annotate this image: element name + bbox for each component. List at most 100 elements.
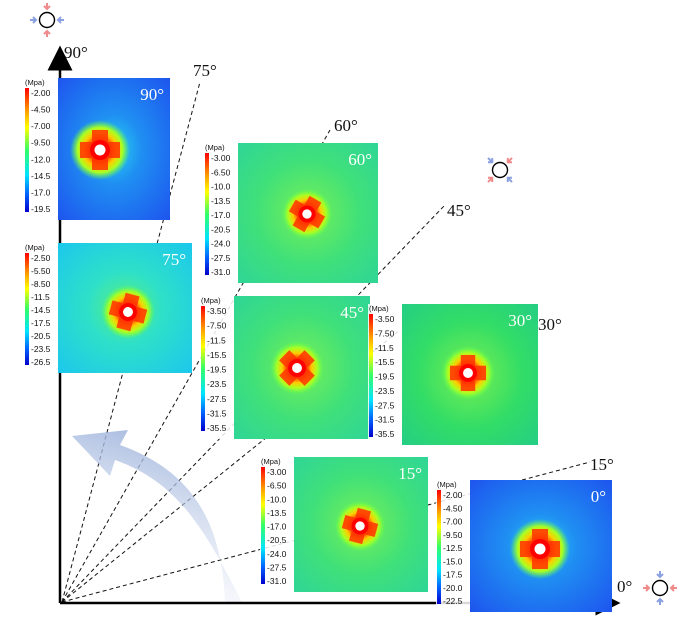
colorbar-tick: -13.5 bbox=[211, 196, 231, 206]
colorbar-unit: (Mpa) bbox=[369, 304, 389, 313]
panel-angle-label: 75° bbox=[162, 250, 186, 269]
ray-30 bbox=[61, 329, 401, 603]
colorbar-area bbox=[368, 304, 402, 445]
colorbar-tick: -10.0 bbox=[211, 182, 231, 192]
colorbar-tick: -17.5 bbox=[31, 318, 51, 328]
colorbar-tick: -23.5 bbox=[31, 344, 51, 354]
ray-label-60: 60° bbox=[334, 116, 358, 135]
colorbar-tick: -31.0 bbox=[211, 267, 231, 277]
stress-panel: (Mpa)-3.50 -7.50 -11.5 -15.5 -19.5 -23.5 -27.5… bbox=[200, 296, 370, 439]
panel-angle-label: 0° bbox=[591, 487, 606, 506]
colorbar-tick: -6.50 bbox=[267, 481, 287, 491]
hole bbox=[302, 209, 312, 219]
colorbar bbox=[369, 314, 373, 437]
colorbar-tick: -2.00 bbox=[443, 490, 463, 500]
colorbar-tick: -9.50 bbox=[443, 530, 463, 540]
colorbar bbox=[25, 88, 29, 212]
colorbar-tick: -20.0 bbox=[443, 583, 463, 593]
colorbar bbox=[201, 306, 205, 431]
colorbar bbox=[25, 253, 29, 365]
hole bbox=[355, 521, 365, 531]
colorbar-tick: -11.5 bbox=[207, 335, 226, 345]
colorbar-tick: -3.00 bbox=[211, 153, 231, 163]
colorbar-tick: -31.5 bbox=[207, 408, 227, 418]
stress-panel: (Mpa)-2.00-4.50-7.00-9.50-12.0-14.5-17.0… bbox=[24, 78, 170, 220]
stress-panel: (Mpa)-3.00-6.50-10.0-13.5-17.0-20.5-24.0… bbox=[204, 143, 378, 283]
colorbar-tick: -23.5 bbox=[375, 386, 395, 396]
colorbar-unit: (Mpa) bbox=[437, 480, 457, 489]
ray-label-75: 75° bbox=[193, 61, 217, 80]
hole bbox=[123, 307, 133, 317]
stress-panel: (Mpa)-2.00-4.50-7.00-9.50-12.5-15.0-17.5… bbox=[436, 480, 612, 612]
colorbar-tick: -15.5 bbox=[207, 350, 227, 360]
colorbar-tick: -15.5 bbox=[375, 357, 395, 367]
stress-concentration bbox=[510, 519, 570, 579]
colorbar-tick: -10.0 bbox=[267, 494, 287, 504]
colorbar-unit: (Mpa) bbox=[25, 78, 45, 87]
colorbar-tick: -7.00 bbox=[31, 121, 51, 131]
colorbar-area bbox=[24, 243, 58, 373]
colorbar-tick: -20.5 bbox=[31, 331, 51, 341]
hole bbox=[463, 368, 473, 378]
colorbar-area bbox=[204, 143, 238, 283]
colorbar-tick: -26.5 bbox=[31, 357, 51, 367]
colorbar-tick: -27.5 bbox=[375, 400, 395, 410]
colorbar-tick: -8.50 bbox=[31, 279, 51, 289]
colorbar-area bbox=[24, 78, 58, 220]
colorbar-tick: -23.5 bbox=[207, 379, 227, 389]
colorbar-tick: -14.5 bbox=[31, 305, 51, 315]
colorbar-tick: -31.5 bbox=[375, 415, 395, 425]
load-icon-0 bbox=[643, 571, 677, 605]
colorbar-area bbox=[200, 296, 234, 439]
colorbar-tick: -7.50 bbox=[375, 328, 395, 338]
colorbar-tick: -20.5 bbox=[211, 224, 231, 234]
colorbar-tick: -7.50 bbox=[207, 321, 227, 331]
colorbar-tick: -11.5 bbox=[375, 343, 394, 353]
colorbar-tick: -12.5 bbox=[443, 543, 463, 553]
hole bbox=[292, 363, 302, 373]
colorbar-tick: -19.5 bbox=[31, 204, 51, 214]
colorbar-unit: (Mpa) bbox=[201, 296, 221, 305]
stress-panel: (Mpa)-2.50-5.50-8.50-11.5-14.5-17.5-20.5… bbox=[24, 243, 192, 373]
panel-angle-label: 30° bbox=[508, 311, 532, 330]
colorbar-tick: -35.5 bbox=[375, 429, 395, 439]
panel-angle-label: 90° bbox=[140, 85, 164, 104]
rotation-arrow bbox=[72, 430, 242, 602]
colorbar bbox=[205, 153, 209, 275]
colorbar-area bbox=[436, 480, 470, 612]
colorbar-tick: -27.5 bbox=[207, 394, 227, 404]
load-icon-90 bbox=[30, 3, 64, 37]
panel-angle-label: 15° bbox=[398, 464, 422, 483]
y-axis-label: 90° bbox=[64, 43, 88, 62]
colorbar-tick: -17.0 bbox=[31, 187, 51, 197]
hole bbox=[94, 144, 106, 156]
colorbar-tick: -31.0 bbox=[267, 576, 287, 586]
colorbar-tick: -3.00 bbox=[267, 467, 287, 477]
colorbar-unit: (Mpa) bbox=[205, 143, 225, 152]
stress-concentration bbox=[70, 120, 130, 180]
colorbar bbox=[437, 490, 441, 604]
colorbar bbox=[261, 467, 265, 584]
colorbar-tick: -11.5 bbox=[31, 292, 50, 302]
colorbar-tick: -15.0 bbox=[443, 556, 463, 566]
load-icon-45 bbox=[487, 157, 513, 183]
colorbar-tick: -19.5 bbox=[207, 365, 227, 375]
colorbar-tick: -2.00 bbox=[31, 88, 51, 98]
colorbar-tick: -7.00 bbox=[443, 517, 463, 527]
colorbar-tick: -5.50 bbox=[31, 266, 51, 276]
hole bbox=[534, 543, 546, 555]
colorbar-tick: -17.0 bbox=[211, 210, 231, 220]
stress-panel: (Mpa)-3.00-6.50-10.0-13.5-17.0-20.5-24.0… bbox=[260, 457, 428, 592]
colorbar-tick: -6.50 bbox=[211, 167, 231, 177]
stress-concentration bbox=[269, 340, 325, 396]
colorbar-tick: -4.50 bbox=[31, 105, 51, 115]
colorbar-tick: -19.5 bbox=[375, 372, 395, 382]
colorbar-unit: (Mpa) bbox=[261, 457, 281, 466]
colorbar-tick: -22.5 bbox=[443, 596, 463, 606]
colorbar-unit: (Mpa) bbox=[25, 243, 45, 252]
colorbar-tick: -14.5 bbox=[31, 171, 51, 181]
stress-concentration bbox=[334, 500, 386, 552]
colorbar-tick: -3.50 bbox=[207, 306, 227, 316]
stress-concentration bbox=[281, 188, 333, 240]
